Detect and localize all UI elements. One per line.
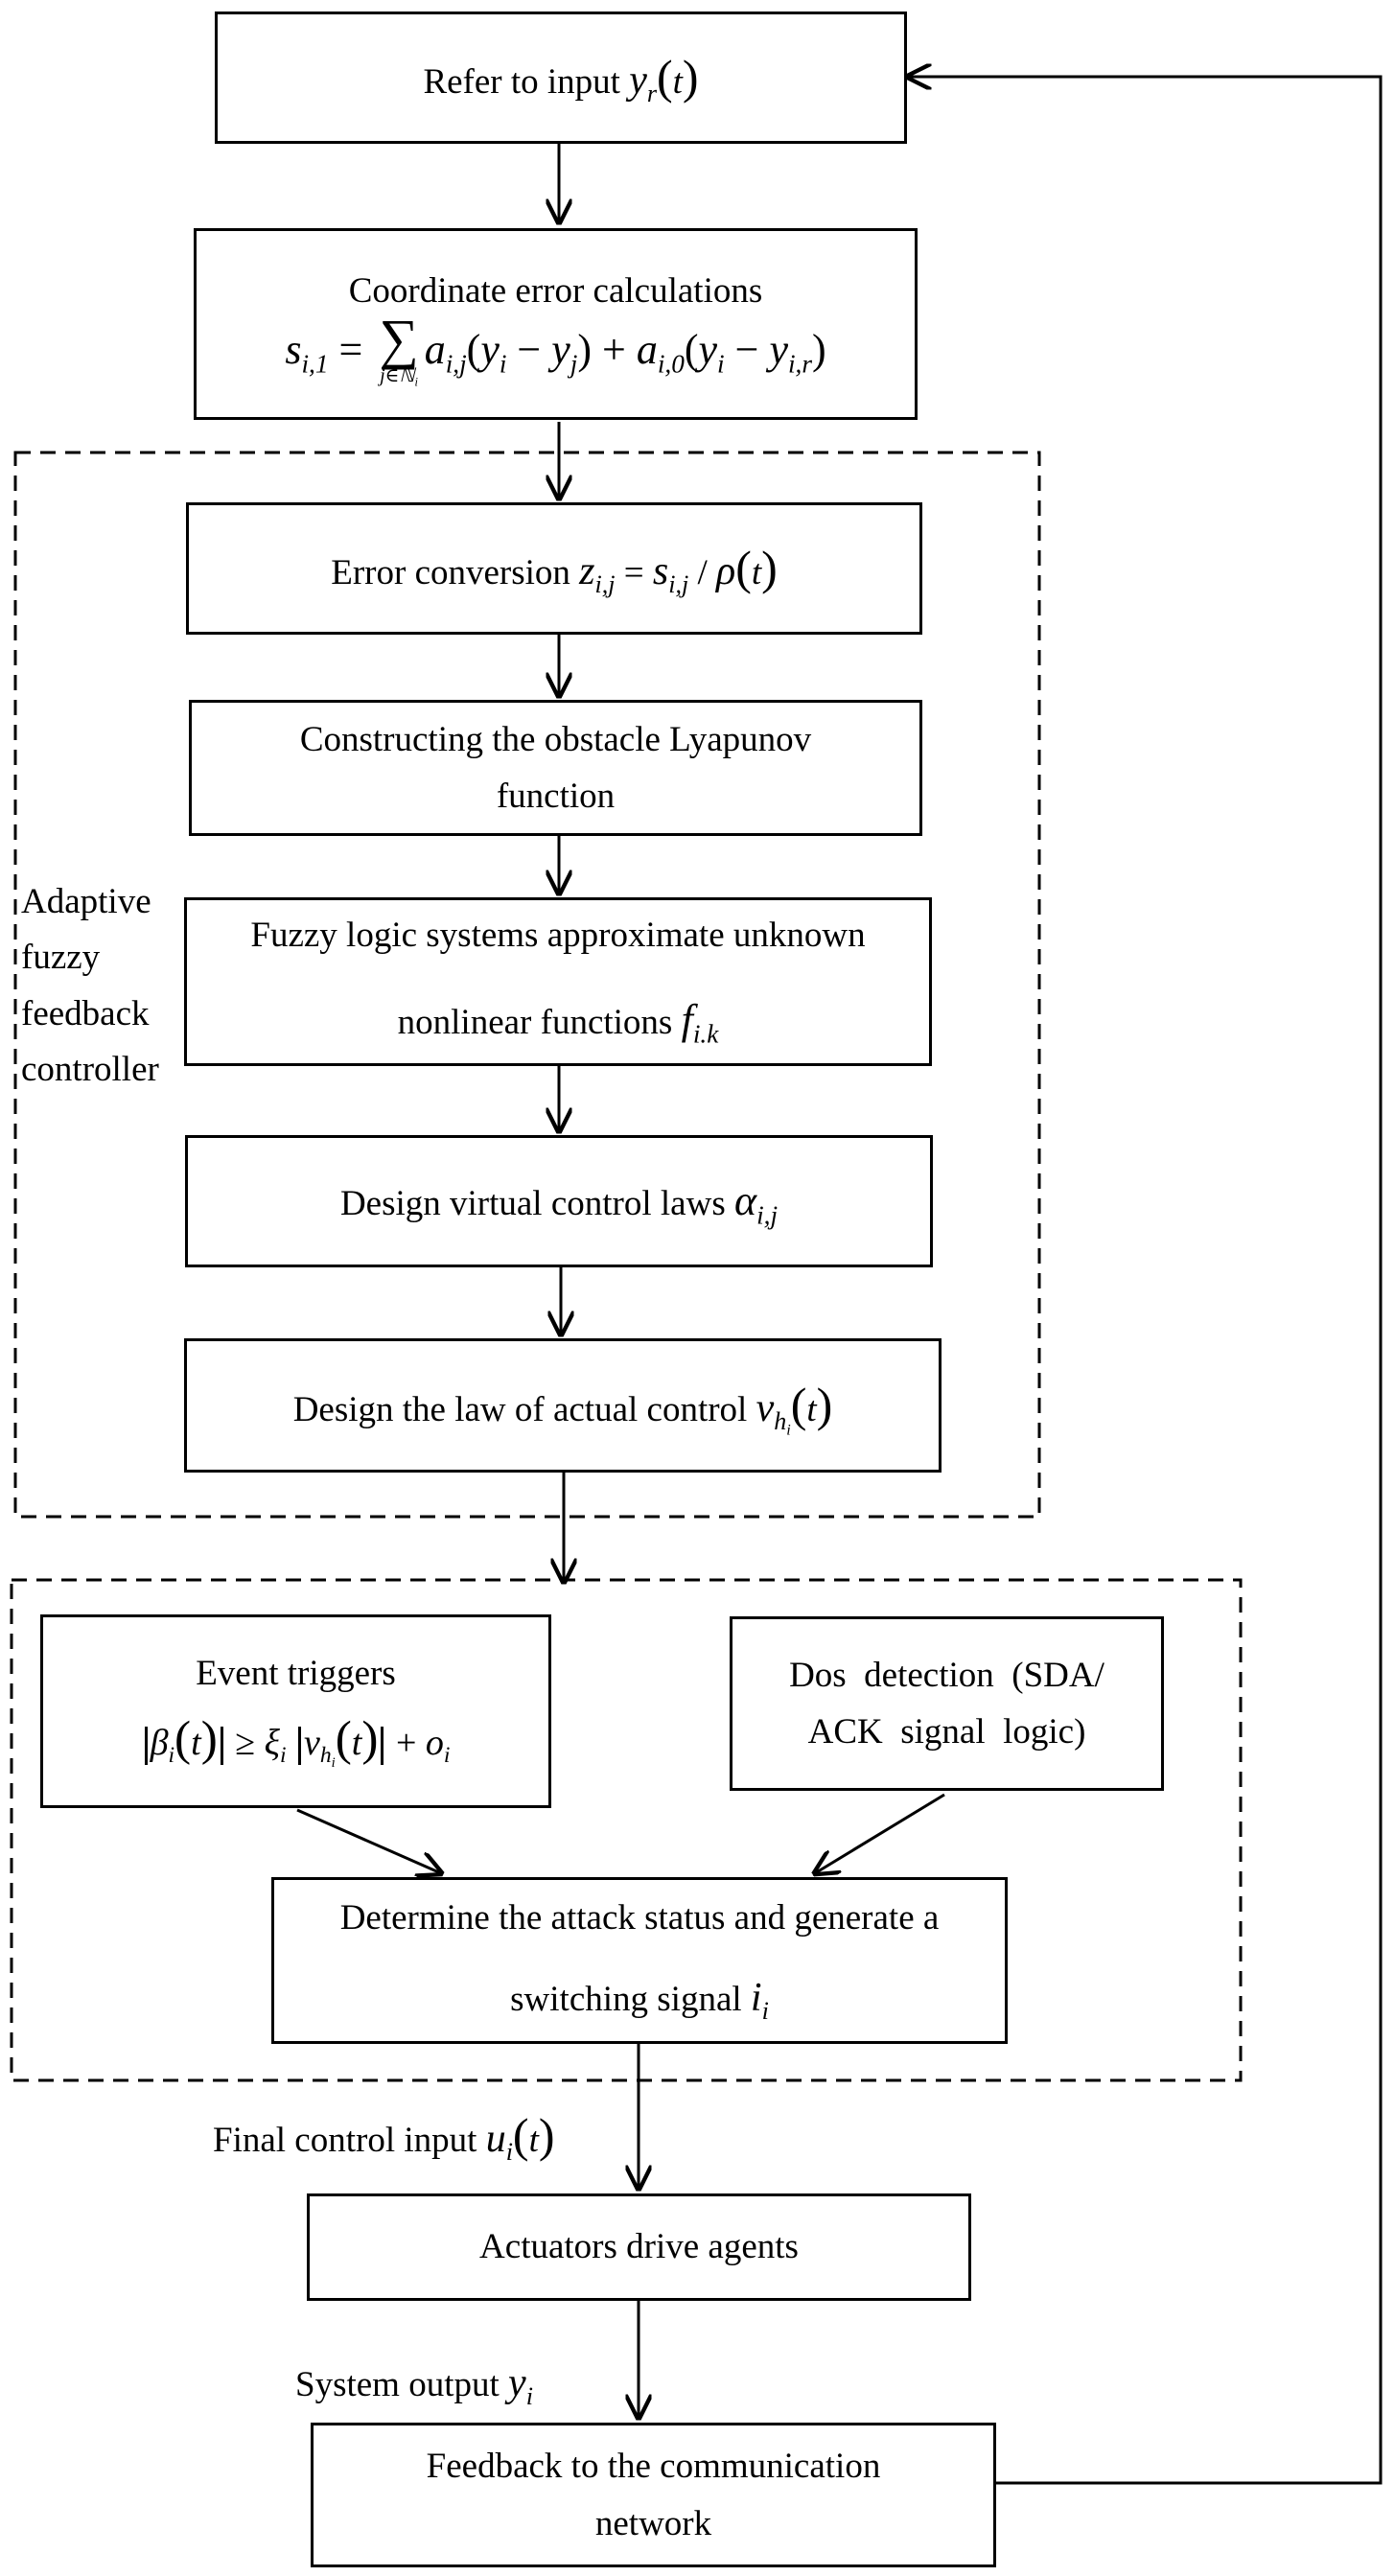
event-triggers-title: Event triggers: [196, 1653, 396, 1693]
virtual-law-label: Design virtual control laws: [339, 1183, 734, 1223]
dos-detection-box: Dos detection (SDA/ ACK signal logic): [730, 1616, 1164, 1791]
dos-line1: Dos detection (SDA/: [789, 1655, 1104, 1695]
feedback-box: Feedback to the communication network: [311, 2423, 996, 2567]
coordinate-error-title: Coordinate error calculations: [348, 270, 763, 311]
actuators-label: Actuators drive agents: [479, 2227, 799, 2267]
controller-group-border: [13, 451, 1041, 1519]
refer-input-label: Refer to input: [423, 62, 630, 103]
error-conversion-box: Error conversion zi,j = si,j / ρ(t): [186, 502, 922, 635]
attack-status-box: Determine the attack status and generate…: [271, 1877, 1008, 2044]
arrow-feedback-loop: [908, 77, 1383, 2485]
controller-group-label: Adaptive fuzzy feedback controller: [21, 882, 159, 1090]
coordinate-error-formula: si,1 = ∑j∈ℕi ai,j(yi − yj) + ai,0(yi − y…: [285, 307, 826, 389]
coordinate-error-box: Coordinate error calculations si,1 = ∑j∈…: [194, 228, 918, 420]
actual-law-box: Design the law of actual control vhi(t): [184, 1338, 942, 1473]
feedback-line2: network: [594, 2503, 712, 2543]
arrow-dos-to-attack: [815, 1793, 945, 1873]
event-triggers-box: Event triggers βi(t) ≥ ξi vhi(t) + oi: [40, 1614, 551, 1808]
fuzzy-line1: Fuzzy logic systems approximate unknown: [250, 915, 866, 955]
attack-group-border: [10, 1578, 1243, 2082]
actuators-box: Actuators drive agents: [307, 2193, 971, 2301]
attack-status-line1: Determine the attack status and generate…: [339, 1898, 940, 1938]
virtual-law-box: Design virtual control laws αi,j: [185, 1135, 933, 1267]
lyapunov-line1: Constructing the obstacle Lyapunov: [299, 719, 812, 759]
system-output-label: System output yi: [295, 2361, 533, 2411]
refer-input-box: Refer to input yr(t): [215, 12, 907, 144]
actual-law-label: Design the law of actual control: [292, 1390, 756, 1430]
attack-status-line2: switching signal: [510, 1979, 751, 2019]
lyapunov-line2: function: [496, 777, 616, 816]
arrow-event-to-attack: [296, 1808, 441, 1873]
fuzzy-box: Fuzzy logic systems approximate unknown …: [184, 897, 932, 1066]
lyapunov-box: Constructing the obstacle Lyapunov funct…: [189, 700, 922, 836]
error-conversion-label: Error conversion: [331, 553, 580, 593]
feedback-line1: Feedback to the communication: [426, 2447, 881, 2487]
fuzzy-line2: nonlinear functions: [397, 1003, 682, 1043]
event-trigger-condition: βi(t) ≥ ξi vhi(t) + oi: [142, 1701, 450, 1777]
final-input-label: Final control input ui(t): [213, 2108, 555, 2167]
dos-line2: ACK signal logic): [807, 1712, 1086, 1752]
